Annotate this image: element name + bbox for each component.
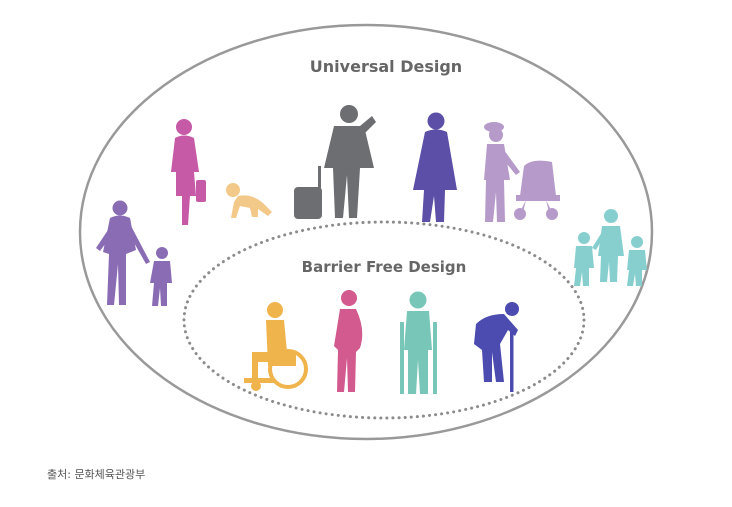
crawling-baby-figure	[226, 183, 272, 218]
universal-design-title: Universal Design	[310, 57, 462, 76]
design-concept-diagram: Universal Design Barrier Free Design	[78, 23, 654, 441]
man-with-suitcase-figure	[294, 105, 376, 219]
woman-with-child-figure	[96, 200, 172, 306]
elderly-person-with-cane-figure	[474, 302, 519, 392]
barrier-free-design-title: Barrier Free Design	[302, 258, 467, 276]
wheelchair-user-figure	[244, 302, 308, 391]
woman-with-stroller-figure	[484, 122, 560, 222]
family-with-children-figure	[574, 209, 647, 286]
source-caption: 출처: 문화체육관광부	[47, 468, 146, 481]
woman-with-handbag-figure	[171, 119, 206, 225]
universal-design-ellipse	[78, 23, 654, 441]
pregnant-woman-figure	[334, 290, 363, 392]
woman-in-dress-figure	[413, 112, 457, 222]
person-with-crutches-figure	[400, 291, 437, 394]
barrier-free-ellipse	[182, 220, 586, 420]
